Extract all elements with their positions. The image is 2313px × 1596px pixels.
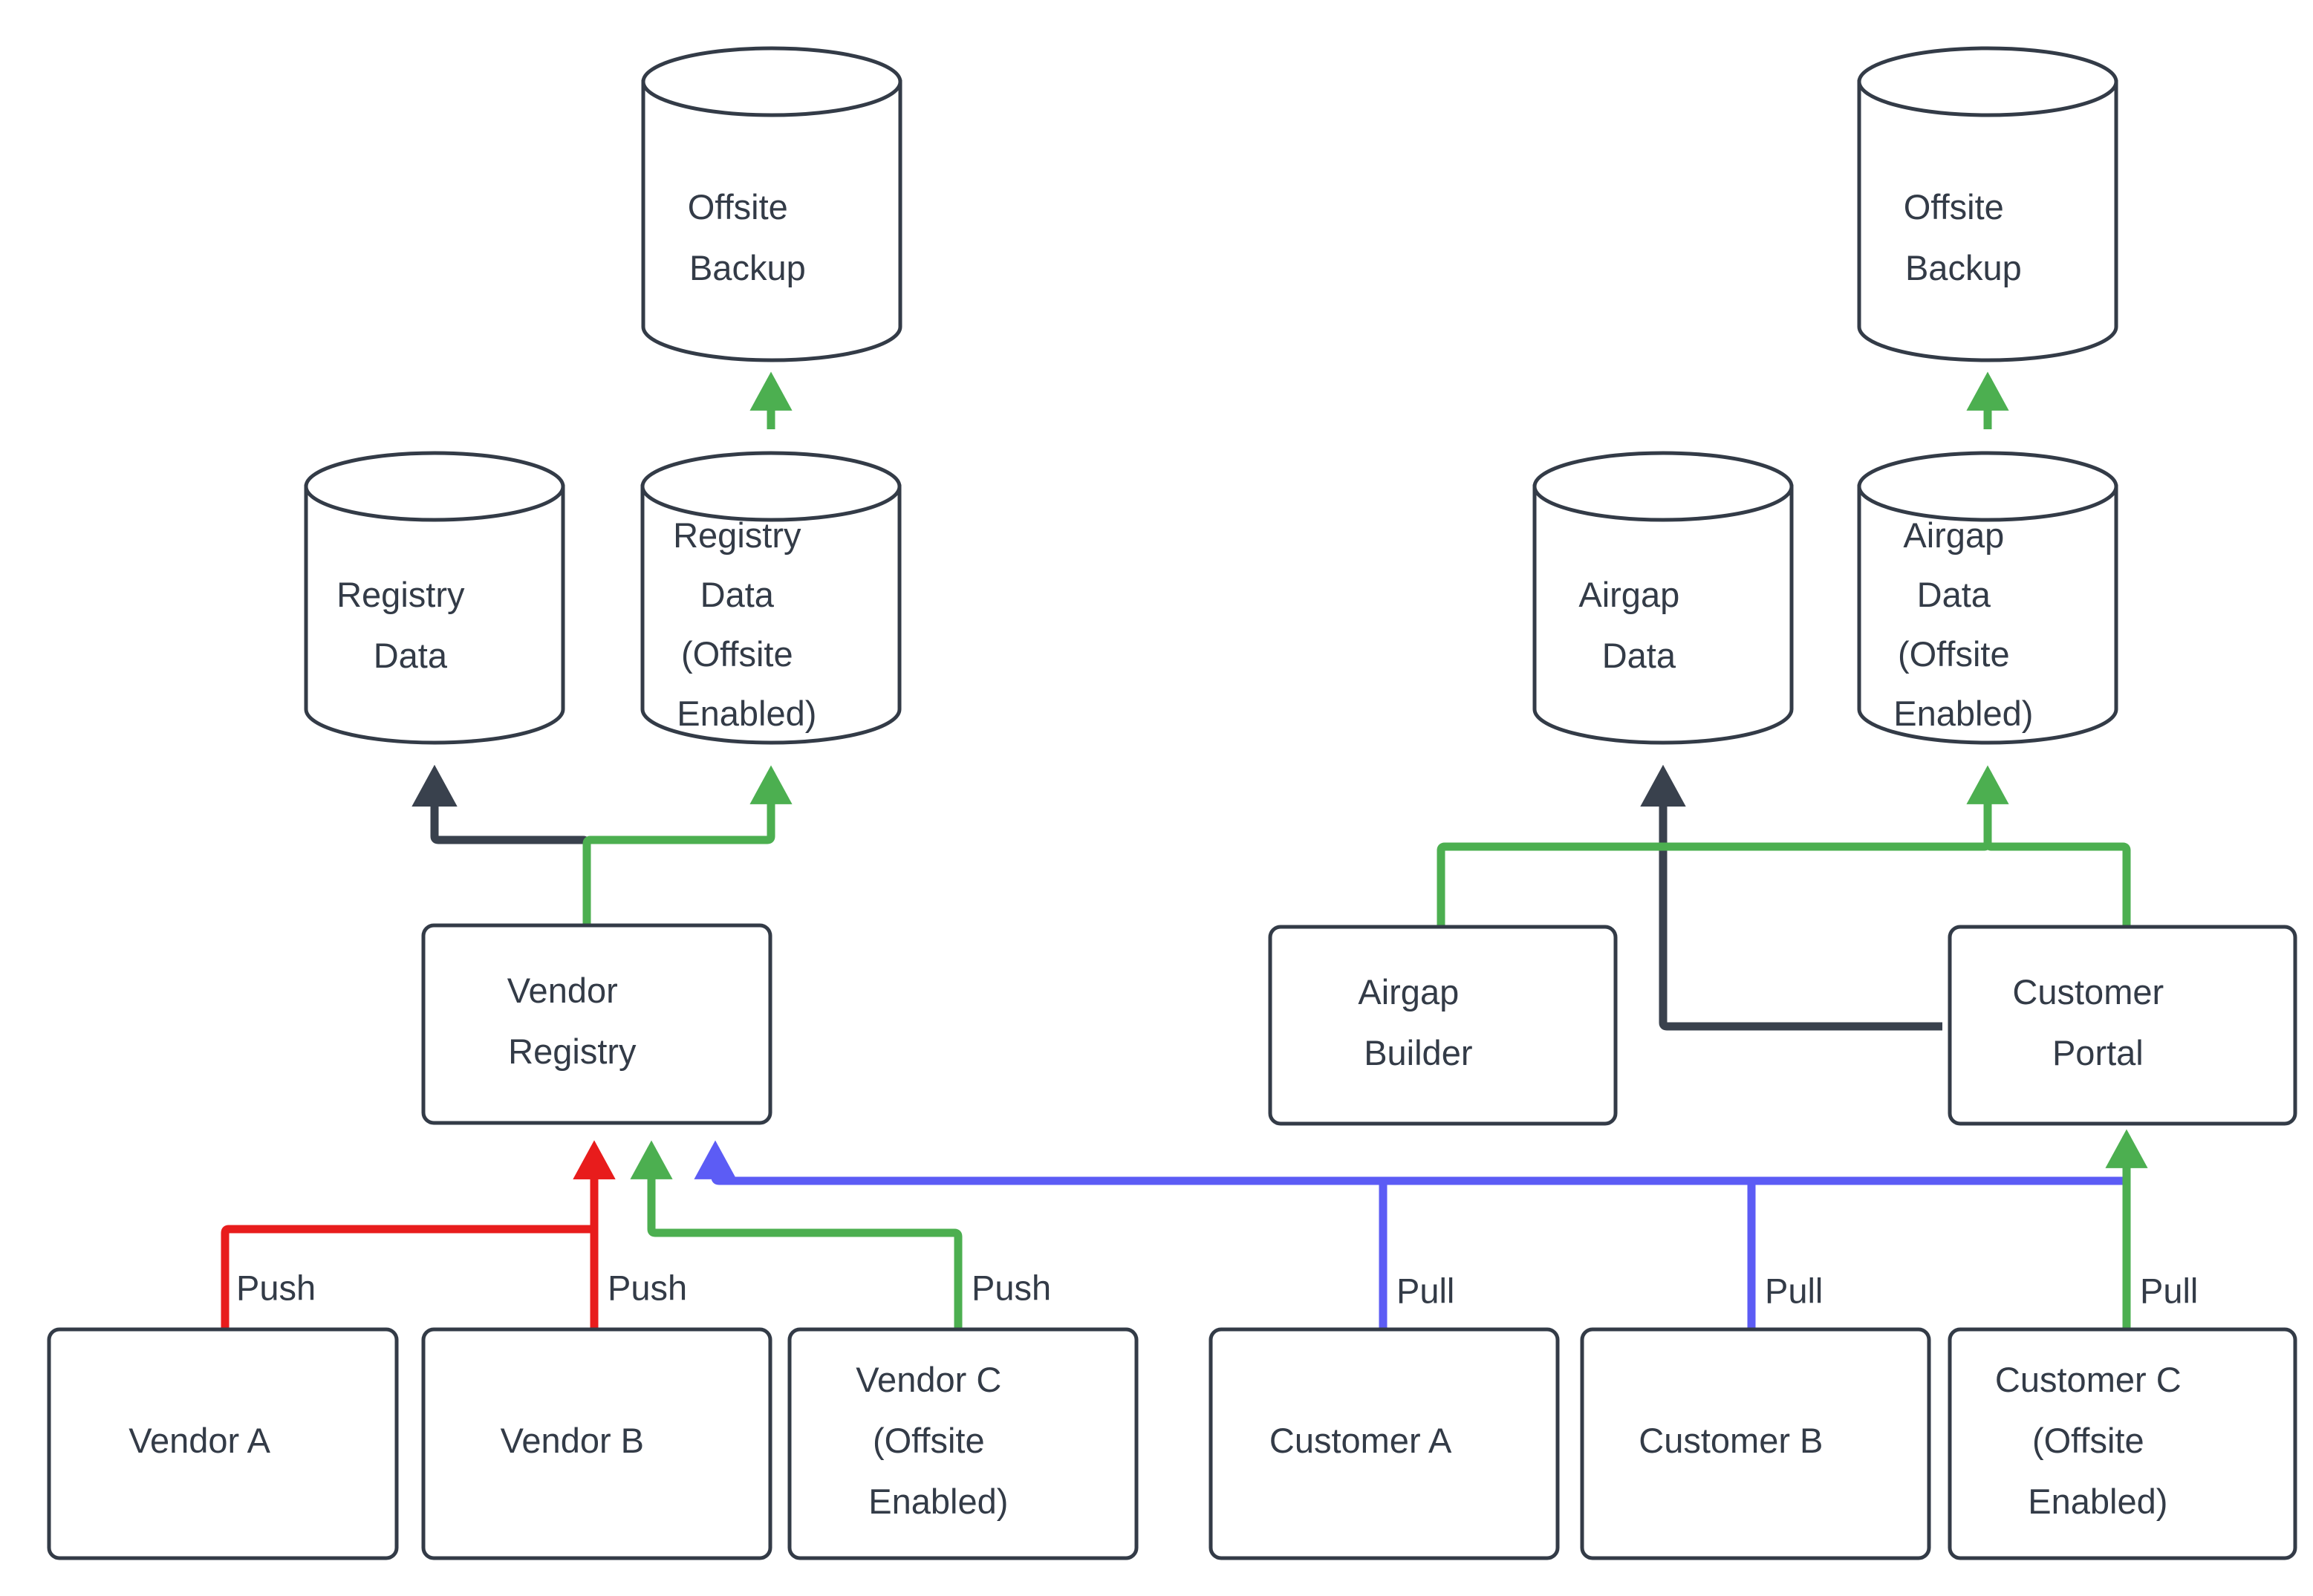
edge-vendor-c-to-vendor-registry xyxy=(630,1140,963,1329)
vendor-b-label: Vendor B xyxy=(501,1421,693,1460)
edge-label-vendor-b-push: Push xyxy=(608,1268,687,1307)
node-vendor-registry[interactable]: Vendor Registry xyxy=(421,923,772,1125)
edge-airgap-builder-to-airgap-data-offsite xyxy=(1437,765,2009,927)
edge-label-customer-a-pull: Pull xyxy=(1396,1271,1454,1310)
node-vendor-a[interactable]: Vendor A xyxy=(47,1327,399,1560)
customer-c-label: Customer C (Offsite Enabled) xyxy=(1995,1360,2249,1521)
vendor-registry-label: Vendor Registry xyxy=(507,971,686,1071)
edge-vendor-registry-to-registry-data xyxy=(411,764,591,848)
edge-label-vendor-a-push: Push xyxy=(236,1268,316,1307)
registry-data-offsite-label: Registry Data (Offsite Enabled) xyxy=(673,515,869,733)
node-airgap-data[interactable]: Airgap Data xyxy=(1532,451,1794,745)
edge-label-vendor-c-push: Push xyxy=(972,1268,1051,1307)
node-customer-a[interactable]: Customer A xyxy=(1208,1327,1560,1560)
edge-customer-portal-to-airgap-data-offsite xyxy=(1983,772,2131,927)
registry-data-label: Registry Data xyxy=(336,575,533,675)
customer-a-label: Customer A xyxy=(1269,1421,1498,1460)
edge-customer-b-to-vendor-registry xyxy=(719,1176,1756,1329)
vendor-a-label: Vendor A xyxy=(128,1421,316,1460)
edge-label-customer-b-pull: Pull xyxy=(1765,1271,1823,1310)
node-vendor-b[interactable]: Vendor B xyxy=(421,1327,772,1560)
customer-b-label: Customer B xyxy=(1639,1421,1871,1460)
edge-label-customer-c-pull: Pull xyxy=(2140,1271,2198,1310)
vendor-c-label: Vendor C (Offsite Enabled) xyxy=(856,1360,1069,1521)
node-airgap-data-offsite[interactable]: Airgap Data (Offsite Enabled) xyxy=(1857,451,2118,745)
node-customer-c[interactable]: Customer C (Offsite Enabled) xyxy=(1948,1327,2297,1560)
node-offsite-backup-right[interactable]: Offsite Backup xyxy=(1857,46,2118,362)
airgap-builder-label: Airgap Builder xyxy=(1358,972,1526,1072)
node-vendor-c[interactable]: Vendor C (Offsite Enabled) xyxy=(787,1327,1139,1560)
airgap-data-offsite-label: Airgap Data (Offsite Enabled) xyxy=(1893,515,2081,733)
edge-customer-portal-to-airgap-data xyxy=(1640,764,1942,1031)
node-customer-b[interactable]: Customer B xyxy=(1580,1327,1931,1560)
edge-vendor-registry-to-registry-data-offsite xyxy=(582,765,793,925)
airgap-data-label: Airgap Data xyxy=(1578,575,1747,675)
offsite-backup-right-label: Offsite Backup xyxy=(1904,187,2072,287)
node-offsite-backup-left[interactable]: Offsite Backup xyxy=(641,46,902,362)
node-registry-data[interactable]: Registry Data xyxy=(304,451,565,745)
node-customer-portal[interactable]: Customer Portal xyxy=(1948,925,2297,1126)
node-registry-data-offsite[interactable]: Registry Data (Offsite Enabled) xyxy=(640,451,902,745)
offsite-backup-left-label: Offsite Backup xyxy=(688,187,856,287)
node-airgap-builder[interactable]: Airgap Builder xyxy=(1268,925,1618,1126)
customer-portal-label: Customer Portal xyxy=(2012,972,2231,1072)
